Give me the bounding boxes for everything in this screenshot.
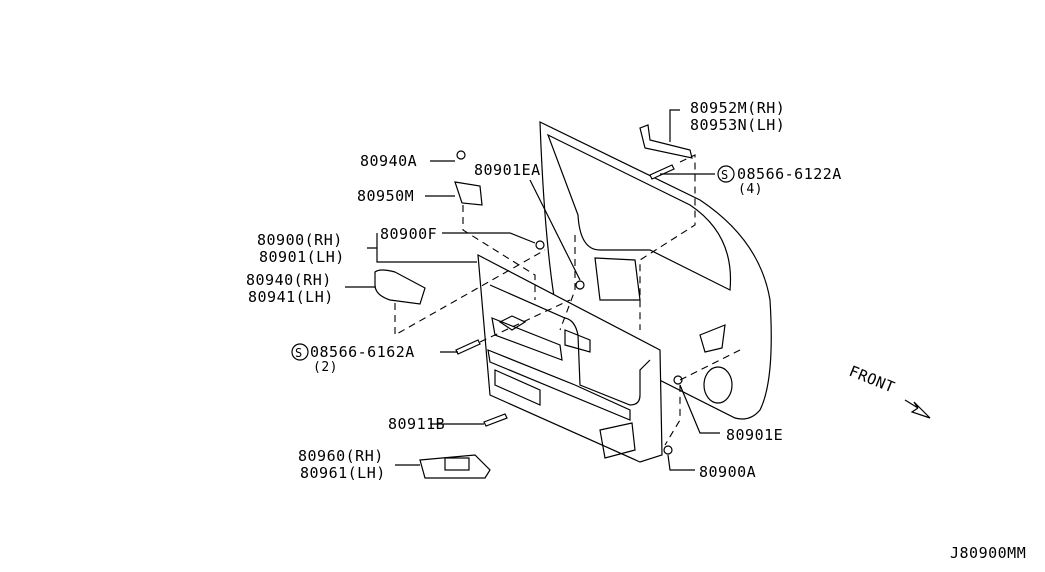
front-direction-label: FRONT bbox=[847, 362, 898, 397]
label-qty-4: (4) bbox=[738, 182, 763, 197]
screw-part bbox=[455, 339, 481, 355]
screw-symbol-s: S bbox=[295, 346, 303, 360]
door-trim-panel bbox=[477, 253, 663, 463]
label-qty-2: (2) bbox=[313, 360, 338, 375]
diagram-code: J80900MM bbox=[950, 544, 1026, 562]
armrest-part bbox=[374, 269, 426, 305]
label-80900f: 80900F bbox=[380, 225, 437, 243]
label-80950m: 80950M bbox=[357, 187, 414, 205]
label-80900a: 80900A bbox=[699, 463, 756, 481]
label-80901e: 80901E bbox=[726, 426, 783, 444]
label-80901lh: 80901(LH) bbox=[259, 248, 345, 266]
front-arrow-icon bbox=[904, 399, 931, 419]
clip-part bbox=[535, 240, 545, 250]
assist-grip-part bbox=[639, 124, 693, 159]
label-80952m: 80952M(RH) bbox=[690, 99, 785, 117]
screw-symbol-s: S bbox=[721, 168, 729, 182]
leader-lines bbox=[345, 109, 741, 471]
label-80911b: 80911B bbox=[388, 415, 445, 433]
clip-part bbox=[456, 150, 466, 160]
label-80901ea: 80901EA bbox=[474, 161, 541, 179]
label-80960rh: 80960(RH) bbox=[298, 447, 384, 465]
screw-part bbox=[483, 413, 508, 427]
label-80900rh: 80900(RH) bbox=[257, 231, 343, 249]
label-08566-6122a: 08566-6122A bbox=[737, 165, 842, 183]
clip-part bbox=[575, 280, 585, 290]
label-80961lh: 80961(LH) bbox=[300, 464, 386, 482]
label-80940rh: 80940(RH) bbox=[246, 271, 332, 289]
label-80953n: 80953N(LH) bbox=[690, 116, 785, 134]
pull-handle-part bbox=[454, 181, 483, 206]
label-08566-6162a: 08566-6162A bbox=[310, 343, 415, 361]
power-window-switch bbox=[444, 457, 470, 471]
screw-part bbox=[649, 164, 675, 180]
clip-part bbox=[673, 375, 683, 385]
clip-part bbox=[663, 445, 673, 455]
screw-symbol-icon bbox=[291, 343, 309, 361]
label-80941lh: 80941(LH) bbox=[248, 288, 334, 306]
label-80940a: 80940A bbox=[360, 152, 417, 170]
screw-symbol-icon bbox=[717, 165, 735, 183]
